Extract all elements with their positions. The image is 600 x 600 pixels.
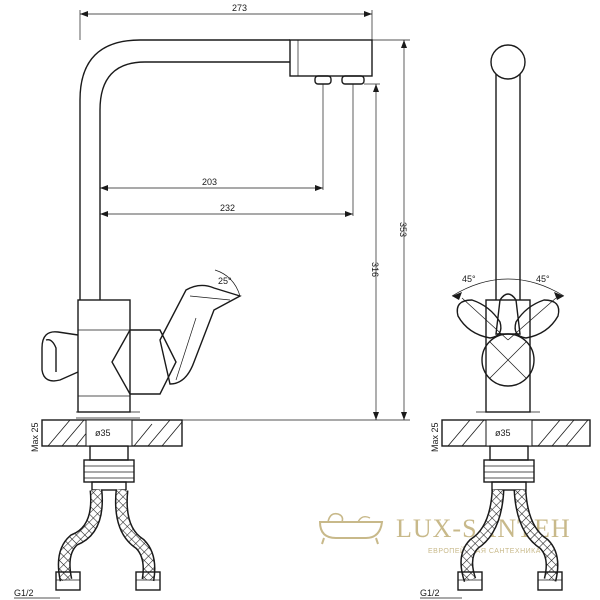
spout-head-front — [490, 44, 526, 80]
handle-left-position — [456, 299, 502, 339]
cartridge-hex — [111, 329, 177, 395]
spout-tube-outer — [79, 39, 290, 300]
outlet-mixed — [341, 75, 365, 85]
filter-lever — [41, 331, 79, 382]
hole-diameter-front-label: ø35 — [495, 428, 511, 438]
thread-label-side: G1/2 — [14, 588, 34, 598]
handle-right-position — [514, 299, 560, 339]
main-handle — [159, 284, 242, 385]
handle-angle-label: 25° — [218, 276, 232, 286]
handle-center — [495, 293, 521, 335]
hose-fitting-left — [55, 571, 81, 591]
watermark-tagline: ЕВРОПЕЙСКАЯ САНТЕХНИКА — [428, 546, 541, 555]
max-thickness-front-label: Max 25 — [430, 422, 440, 452]
outlet-filtered — [314, 75, 332, 85]
mounting-nut — [89, 445, 129, 461]
dim-reach-outer: 232 — [220, 203, 235, 213]
max-thickness-label: Max 25 — [30, 422, 40, 452]
side-view: 25° ø35 Max 25 G1/2 — [14, 3, 410, 599]
spout-head — [289, 39, 373, 77]
dim-height-inner: 316 — [370, 262, 380, 277]
faucet-body-front — [485, 299, 531, 413]
dim-height-total: 353 — [398, 222, 408, 237]
spout-tube-inner — [99, 61, 290, 300]
hole-diameter-label: ø35 — [95, 428, 111, 438]
dim-width-overall: 273 — [232, 3, 247, 13]
thread-label-front: G1/2 — [420, 588, 440, 598]
cartridge-front — [481, 333, 535, 387]
front-view: 45° 45° ø35 Max 25 — [420, 44, 591, 599]
bathtub-logo-icon — [318, 512, 384, 545]
faucet-body — [77, 299, 131, 413]
handle-angle-left-label: 45° — [462, 274, 476, 284]
dim-reach-inner: 203 — [202, 177, 217, 187]
hose-fitting-right — [135, 571, 161, 591]
handle-angle-right-label: 45° — [536, 274, 550, 284]
